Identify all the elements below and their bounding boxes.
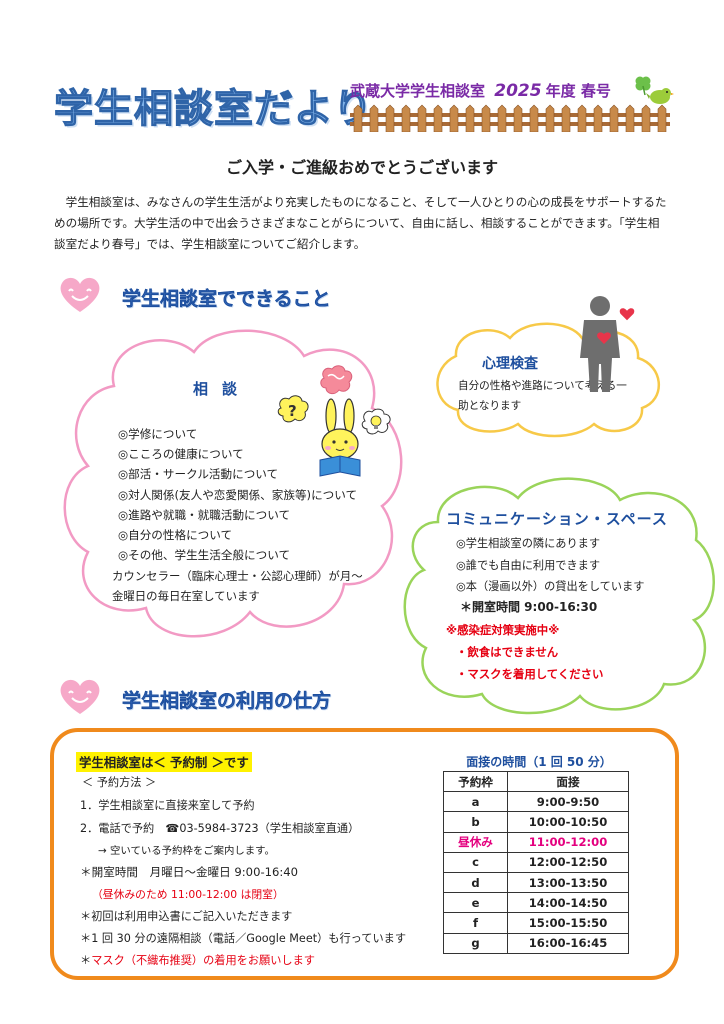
- method-label: ＜ 予約方法 ＞: [82, 776, 157, 789]
- open-hours: ＊開室時間 月曜日～金曜日 9:00-16:40: [80, 865, 299, 879]
- lunch-closure: （昼休みのため 11:00-12:00 は閉室）: [92, 888, 284, 901]
- mask-notice: ・マスクを着用してください: [456, 667, 604, 681]
- time-cell: 13:00-13:50: [507, 871, 629, 894]
- header-time: 面接: [507, 770, 629, 793]
- worry-bubble-icon: [320, 365, 353, 395]
- soudan-topic-list: ◎学修について ◎こころの健康について ◎部活・サークル活動について ◎対人関係…: [118, 424, 357, 565]
- section-heading-services: 学生相談室でできること: [122, 288, 331, 310]
- counselor-note: カウンセラー（臨床心理士・公認心理師）が月～金曜日の毎日在室しています: [112, 569, 363, 603]
- newsletter-title: 学生相談室だより: [53, 86, 374, 132]
- remote-consult-note: ＊1 回 30 分の遠隔相談（電話／Google Meet）も行っています: [80, 932, 407, 945]
- clover-icon: [635, 76, 651, 96]
- comm-space-title: コミュニケーション・スペース: [446, 510, 668, 528]
- step-phone-note: → 空いている予約枠をご案内します。: [98, 845, 275, 857]
- table-row: b 10:00-10:50: [443, 811, 629, 833]
- svg-text:?: ?: [288, 402, 297, 420]
- table-row: f 15:00-15:50: [443, 912, 629, 934]
- slot-cell: a: [443, 791, 508, 813]
- schedule-table: 予約枠 面接 a 9:00-9:50 b 10:00-10:50 昼休み 11:…: [443, 770, 629, 954]
- step-phone: 2．電話で予約 ☎03-5984-3723（学生相談室直通）: [80, 822, 360, 835]
- list-item: ◎本（漫画以外）の貸出をしています: [456, 580, 645, 593]
- no-eating-notice: ・飲食はできません: [456, 645, 559, 659]
- soudan-cloud: [63, 329, 403, 638]
- shinri-title: 心理検査: [482, 356, 538, 372]
- mask-text: マスク（不織布推奨）の着用をお願いします: [91, 954, 315, 967]
- table-row: c 12:00-12:50: [443, 851, 629, 873]
- lightbulb-bubble-icon: [361, 408, 391, 435]
- comm-space-list: ◎学生相談室の隣にあります ◎誰でも自由に利用できます ◎本（漫画以外）の貸出を…: [456, 533, 644, 598]
- section-heading-usage: 学生相談室の利用の仕方: [122, 690, 332, 712]
- comm-space-hours: ＊開室時間 9:00-16:30: [460, 600, 598, 614]
- organization-name: 武蔵大学学生相談室: [350, 82, 486, 100]
- slot-cell: f: [443, 912, 508, 934]
- list-item: ◎誰でも自由に利用できます: [456, 558, 601, 572]
- schedule-title: 面接の時間（1 回 50 分）: [466, 755, 612, 769]
- list-item: ◎その他、学生生活全般について: [118, 548, 291, 563]
- smile-heart-icon: [60, 679, 100, 714]
- list-item: ◎学生相談室の隣にあります: [456, 537, 601, 550]
- slot-cell: d: [443, 871, 508, 894]
- infection-warning: ※感染症対策実施中※: [446, 623, 560, 637]
- mask-prefix: ＊: [80, 954, 92, 967]
- list-item: ◎こころの健康について: [118, 447, 244, 462]
- rabbit-reading-icon: [319, 398, 361, 477]
- table-row: e 14:00-14:50: [443, 892, 629, 914]
- time-cell: 14:00-14:50: [507, 892, 629, 914]
- slot-cell: c: [443, 851, 508, 873]
- year: 2025: [494, 81, 542, 101]
- list-item: ◎学修について: [118, 427, 198, 441]
- time-cell: 15:00-15:50: [507, 912, 629, 934]
- table-row: g 16:00-16:45: [443, 932, 629, 954]
- year-suffix: 年度: [545, 82, 576, 100]
- shinri-description: 自分の性格や進路について考える一助となります: [458, 380, 627, 412]
- question-bubble-icon: ?: [277, 395, 309, 423]
- slot-cell: e: [443, 892, 508, 914]
- reservation-headline: 学生相談室は＜ 予約制 ＞です: [76, 752, 252, 772]
- time-cell: 10:00-10:50: [507, 811, 629, 833]
- slot-cell: b: [443, 811, 508, 833]
- first-visit-note: ＊初回は利用申込書にご記入いただきます: [80, 910, 293, 923]
- usage-box: [50, 728, 679, 980]
- mask-request: ＊マスク（不織布推奨）の着用をお願いします: [80, 952, 315, 968]
- table-row: d 13:00-13:50: [443, 871, 629, 894]
- header-slot: 予約枠: [443, 770, 508, 793]
- time-cell: 9:00-9:50: [507, 791, 629, 813]
- time-cell: 16:00-16:45: [507, 932, 629, 954]
- soudan-title: 相談: [193, 380, 252, 398]
- list-item: ◎自分の性格について: [118, 528, 233, 543]
- greeting-heading: ご入学・ご進級おめでとうございます: [225, 158, 498, 177]
- intro-paragraph: 学生相談室は、みなさんの学生生活がより充実したものになること、そして一人ひとりの…: [54, 195, 667, 251]
- fence-icon: [350, 104, 670, 132]
- table-header-row: 予約枠 面接: [443, 770, 629, 793]
- step-walkin: 1．学生相談室に直接来室して予約: [80, 799, 255, 812]
- smile-heart-icon: [60, 277, 100, 312]
- table-row: a 9:00-9:50: [443, 791, 629, 813]
- list-item: ◎進路や就職・就職活動について: [118, 507, 291, 522]
- slot-cell: 昼休み: [443, 831, 508, 853]
- season: 春号: [580, 82, 611, 100]
- table-row: 昼休み 11:00-12:00: [443, 831, 629, 853]
- comm-cloud: [403, 477, 715, 715]
- time-cell: 12:00-12:50: [507, 851, 629, 873]
- slot-cell: g: [443, 932, 508, 954]
- time-cell: 11:00-12:00: [507, 831, 629, 853]
- bird-icon: [646, 88, 674, 104]
- person-heart-icon: [580, 296, 636, 392]
- list-item: ◎部活・サークル活動について: [118, 467, 279, 482]
- list-item: ◎対人関係(友人や恋愛関係、家族等)について: [118, 487, 358, 502]
